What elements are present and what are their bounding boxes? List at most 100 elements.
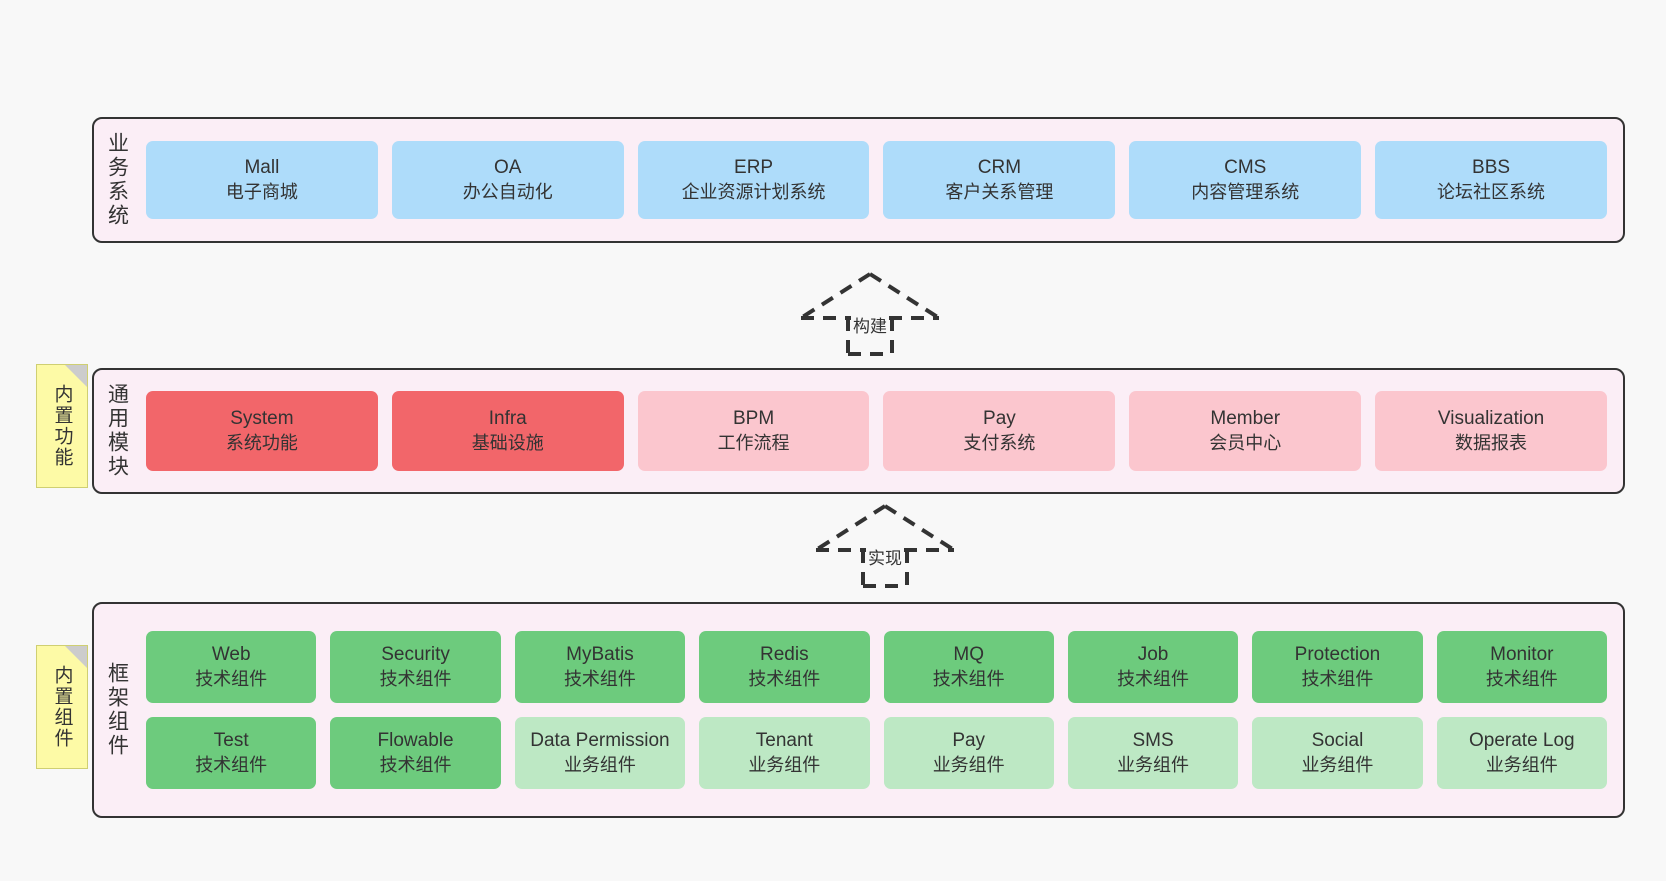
- node-cms[interactable]: CMS 内容管理系统: [1129, 141, 1362, 219]
- node-redis-cn: 技术组件: [748, 668, 821, 689]
- note-builtin-component: 内置组件: [36, 645, 88, 769]
- node-bbs[interactable]: BBS 论坛社区系统: [1375, 141, 1607, 219]
- node-web-en: Web: [211, 644, 251, 666]
- node-mybatis[interactable]: MyBatis 技术组件: [514, 631, 686, 703]
- node-sms-en: SMS: [1132, 730, 1174, 752]
- node-flowable[interactable]: Flowable 技术组件: [330, 717, 501, 789]
- connector-implement-label: 实现: [866, 544, 904, 569]
- framework-row-business: Test 技术组件 Flowable 技术组件 Data Permission …: [146, 717, 1607, 789]
- node-pay-module-cn: 支付系统: [963, 432, 1036, 453]
- node-erp-cn: 企业资源计划系统: [681, 181, 826, 202]
- layer-body-common: System 系统功能 Infra 基础设施 BPM 工作流程 Pay 支付系统…: [140, 370, 1623, 492]
- node-infra[interactable]: Infra 基础设施: [391, 391, 624, 471]
- node-oa-en: OA: [494, 157, 522, 179]
- node-job-en: Job: [1137, 644, 1169, 666]
- node-tenant-cn: 业务组件: [748, 754, 821, 775]
- node-data-permission-en: Data Permission: [530, 730, 670, 752]
- node-crm-en: CRM: [977, 157, 1022, 179]
- node-pay-component[interactable]: Pay 业务组件: [883, 717, 1054, 789]
- layer-framework-components: 框架组件 Web 技术组件 Security 技术组件 MyBatis 技术组件…: [92, 602, 1625, 818]
- node-tenant[interactable]: Tenant 业务组件: [699, 717, 870, 789]
- node-mybatis-en: MyBatis: [566, 644, 634, 666]
- node-social[interactable]: Social 业务组件: [1252, 717, 1423, 789]
- node-monitor[interactable]: Monitor 技术组件: [1436, 631, 1607, 703]
- node-crm[interactable]: CRM 客户关系管理: [883, 141, 1116, 219]
- node-visualization-en: Visualization: [1437, 408, 1545, 430]
- node-oa[interactable]: OA 办公自动化: [391, 141, 624, 219]
- node-job-cn: 技术组件: [1117, 668, 1190, 689]
- layer-common-modules: 通用模块 System 系统功能 Infra 基础设施 BPM 工作流程 Pay…: [92, 368, 1625, 494]
- node-monitor-cn: 技术组件: [1485, 668, 1558, 689]
- node-protection-cn: 技术组件: [1301, 668, 1374, 689]
- node-erp[interactable]: ERP 企业资源计划系统: [637, 141, 870, 219]
- node-job[interactable]: Job 技术组件: [1067, 631, 1239, 703]
- node-redis-en: Redis: [760, 644, 809, 666]
- node-redis[interactable]: Redis 技术组件: [699, 631, 870, 703]
- node-protection[interactable]: Protection 技术组件: [1252, 631, 1423, 703]
- node-member[interactable]: Member 会员中心: [1129, 391, 1362, 471]
- node-test-en: Test: [213, 730, 249, 752]
- node-operate-log[interactable]: Operate Log 业务组件: [1436, 717, 1607, 789]
- node-bbs-cn: 论坛社区系统: [1437, 181, 1546, 202]
- node-mall-en: Mall: [244, 157, 280, 179]
- node-flowable-en: Flowable: [377, 730, 454, 752]
- layer-title-framework: 框架组件: [105, 662, 129, 758]
- node-pay-component-en: Pay: [952, 730, 986, 752]
- node-security-cn: 技术组件: [379, 668, 452, 689]
- node-visualization-cn: 数据报表: [1455, 432, 1528, 453]
- node-mq-cn: 技术组件: [932, 668, 1005, 689]
- node-sms[interactable]: SMS 业务组件: [1067, 717, 1239, 789]
- node-mybatis-cn: 技术组件: [563, 668, 636, 689]
- node-flowable-cn: 技术组件: [379, 754, 452, 775]
- node-member-cn: 会员中心: [1209, 432, 1282, 453]
- note-builtin-function: 内置功能: [36, 364, 88, 488]
- node-pay-module-en: Pay: [983, 408, 1016, 430]
- node-bpm[interactable]: BPM 工作流程: [637, 391, 870, 471]
- node-oa-cn: 办公自动化: [462, 181, 553, 202]
- node-bbs-en: BBS: [1472, 157, 1511, 179]
- node-data-permission-cn: 业务组件: [563, 754, 636, 775]
- node-security[interactable]: Security 技术组件: [330, 631, 501, 703]
- node-system-cn: 系统功能: [225, 432, 298, 453]
- node-bpm-en: BPM: [732, 408, 775, 430]
- note-builtin-function-label: 内置功能: [51, 384, 73, 468]
- layer-title-common: 通用模块: [105, 383, 129, 479]
- node-data-permission[interactable]: Data Permission 业务组件: [514, 717, 686, 789]
- node-mall-cn: 电子商城: [225, 181, 298, 202]
- connector-implement: 实现: [810, 500, 960, 588]
- node-monitor-en: Monitor: [1490, 644, 1554, 666]
- layer-business-systems: 业务系统 Mall 电子商城 OA 办公自动化 ERP 企业资源计划系统 CRM…: [92, 117, 1625, 243]
- node-visualization[interactable]: Visualization 数据报表: [1375, 391, 1607, 471]
- node-system-en: System: [230, 408, 294, 430]
- node-mq[interactable]: MQ 技术组件: [883, 631, 1054, 703]
- node-social-en: Social: [1311, 730, 1364, 752]
- node-cms-en: CMS: [1224, 157, 1267, 179]
- connector-build-label: 构建: [851, 312, 889, 337]
- node-sms-cn: 业务组件: [1117, 754, 1190, 775]
- node-operate-log-cn: 业务组件: [1485, 754, 1558, 775]
- node-tenant-en: Tenant: [755, 730, 813, 752]
- node-system[interactable]: System 系统功能: [146, 391, 378, 471]
- node-test[interactable]: Test 技术组件: [146, 717, 317, 789]
- layer-title-business: 业务系统: [105, 132, 129, 228]
- node-test-cn: 技术组件: [195, 754, 268, 775]
- node-mall[interactable]: Mall 电子商城: [146, 141, 378, 219]
- node-mq-en: MQ: [953, 644, 984, 666]
- framework-row-tech: Web 技术组件 Security 技术组件 MyBatis 技术组件 Redi…: [146, 631, 1607, 703]
- node-security-en: Security: [381, 644, 450, 666]
- node-bpm-cn: 工作流程: [717, 432, 790, 453]
- layer-body-business: Mall 电子商城 OA 办公自动化 ERP 企业资源计划系统 CRM 客户关系…: [140, 119, 1623, 241]
- node-infra-cn: 基础设施: [471, 432, 544, 453]
- connector-build: 构建: [795, 268, 945, 356]
- node-web-cn: 技术组件: [195, 668, 268, 689]
- node-cms-cn: 内容管理系统: [1191, 181, 1300, 202]
- node-social-cn: 业务组件: [1301, 754, 1374, 775]
- node-pay-module[interactable]: Pay 支付系统: [883, 391, 1116, 471]
- node-erp-en: ERP: [734, 157, 774, 179]
- note-builtin-component-label: 内置组件: [51, 665, 73, 749]
- node-operate-log-en: Operate Log: [1468, 730, 1575, 752]
- node-member-en: Member: [1210, 408, 1281, 430]
- node-web[interactable]: Web 技术组件: [146, 631, 317, 703]
- node-infra-en: Infra: [488, 408, 527, 430]
